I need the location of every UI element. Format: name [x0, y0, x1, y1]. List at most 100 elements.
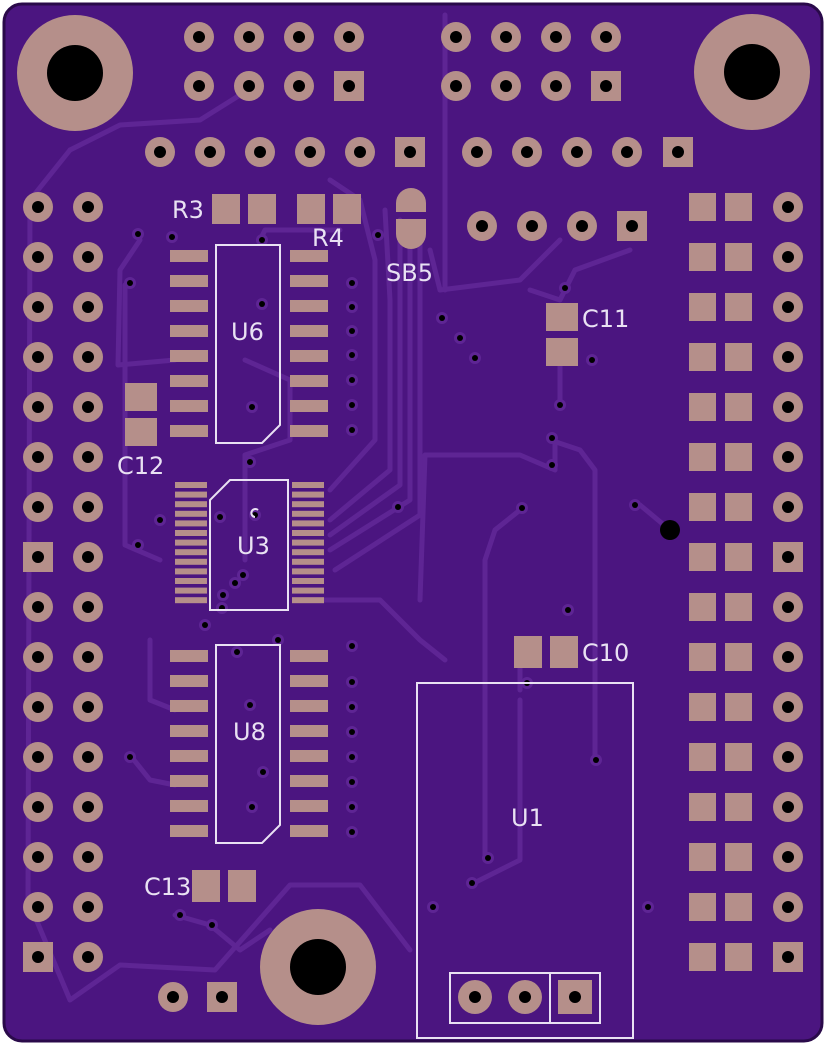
th-square-hole-21 — [404, 146, 416, 158]
smd-pad-36 — [546, 303, 578, 331]
smd-pad-94 — [175, 568, 207, 575]
silkscreen-labels: R3 R4 SB5 C11 U6 C12 U3 C10 U8 U1 C13 — [117, 196, 629, 901]
smd-pad-51 — [290, 325, 328, 337]
smd-pad-27 — [725, 843, 752, 871]
via-hole-50 — [485, 855, 491, 861]
th-hole-73 — [782, 701, 794, 713]
th-hole-82 — [519, 991, 531, 1003]
smd-pad-41 — [550, 636, 578, 668]
th-hole-59 — [32, 901, 44, 913]
via-hole-39 — [349, 754, 355, 760]
mounting-hole-0 — [47, 45, 103, 101]
th-hole-3 — [243, 80, 255, 92]
via-hole-11 — [349, 402, 355, 408]
pads — [17, 14, 810, 1025]
via-hole-0 — [135, 231, 141, 237]
label-sb5: SB5 — [386, 259, 433, 287]
smd-pad-15 — [725, 543, 752, 571]
smd-pad-93 — [292, 558, 324, 565]
th-hole-35 — [32, 301, 44, 313]
u3-outline — [209, 479, 289, 611]
th-hole-53 — [32, 751, 44, 763]
smd-pad-52 — [170, 350, 208, 362]
smd-pad-22 — [689, 743, 716, 771]
smd-pad-56 — [170, 400, 208, 412]
u6-outline — [215, 244, 281, 444]
via-hole-3 — [127, 280, 133, 286]
smd-pad-20 — [689, 693, 716, 721]
trace-17 — [482, 507, 523, 863]
smd-pad-96 — [175, 578, 207, 584]
copper-traces — [25, 12, 673, 1003]
smd-pad-7 — [725, 343, 752, 371]
via-hole-32 — [202, 622, 208, 628]
smd-pad-57 — [290, 400, 328, 412]
th-hole-19 — [304, 146, 316, 158]
u8-outline — [215, 644, 281, 844]
via-hole-16 — [472, 355, 478, 361]
th-hole-12 — [550, 31, 562, 43]
via-hole-14 — [439, 315, 445, 321]
mounting-hole-1 — [724, 44, 780, 100]
smd-pad-4 — [689, 293, 716, 321]
via-hole-6 — [349, 280, 355, 286]
smd-pad-16 — [689, 593, 716, 621]
smd-pad-34 — [297, 194, 325, 224]
smd-pad-70 — [170, 775, 208, 787]
th-hole-66 — [782, 351, 794, 363]
via-hole-15 — [457, 335, 463, 341]
th-square-hole-26 — [672, 146, 684, 158]
u1-outline — [416, 682, 634, 1039]
smd-pad-42 — [192, 870, 220, 902]
via-hole-20 — [549, 435, 555, 441]
trace-20 — [467, 697, 523, 888]
th-hole-40 — [82, 401, 94, 413]
th-hole-48 — [82, 601, 94, 613]
via-hole-42 — [349, 829, 355, 835]
smd-pad-29 — [725, 893, 752, 921]
smd-pad-19 — [725, 643, 752, 671]
th-square-hole-61 — [32, 951, 44, 963]
smd-pad-8 — [689, 393, 716, 421]
th-hole-1 — [193, 80, 205, 92]
smd-pad-98 — [175, 587, 207, 594]
th-hole-75 — [782, 801, 794, 813]
smd-pad-92 — [175, 558, 207, 565]
th-hole-11 — [500, 80, 512, 92]
label-r3: R3 — [172, 196, 204, 224]
th-hole-18 — [254, 146, 266, 158]
th-hole-10 — [500, 31, 512, 43]
trace-8 — [327, 177, 378, 493]
via-hole-33 — [275, 637, 281, 643]
via-hole-47 — [565, 607, 571, 613]
via-hole-29 — [240, 572, 246, 578]
smd-pad-74 — [170, 825, 208, 837]
smd-pad-62 — [170, 675, 208, 687]
th-hole-24 — [571, 146, 583, 158]
trace-21 — [242, 357, 293, 563]
th-hole-29 — [576, 220, 588, 232]
smd-pad-66 — [170, 725, 208, 737]
smd-pad-58 — [170, 425, 208, 437]
smd-pad-85 — [292, 520, 324, 527]
mounting-hole-2 — [290, 939, 346, 995]
smd-pad-64 — [170, 700, 208, 712]
th-hole-34 — [82, 251, 94, 263]
via-hole-7 — [349, 304, 355, 310]
smd-pad-101 — [292, 597, 324, 604]
via-hole-8 — [349, 328, 355, 334]
smd-pad-53 — [290, 350, 328, 362]
via-hole-53 — [645, 904, 651, 910]
via-hole-41 — [349, 804, 355, 810]
via-hole-9 — [349, 352, 355, 358]
smd-pad-1 — [725, 193, 752, 221]
smd-pad-0 — [689, 193, 716, 221]
via-hole-44 — [260, 769, 266, 775]
smd-pad-73 — [290, 800, 328, 812]
smd-pad-11 — [725, 443, 752, 471]
via-hole-57 — [220, 592, 226, 598]
trace-10 — [327, 217, 403, 538]
th-hole-54 — [82, 751, 94, 763]
th-hole-0 — [193, 31, 205, 43]
smd-pad-77 — [292, 482, 324, 488]
